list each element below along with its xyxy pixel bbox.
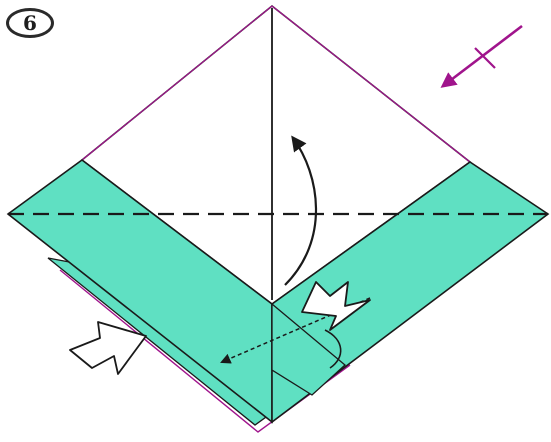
view-direction-tick <box>474 47 496 69</box>
push-arrow-icon <box>69 321 147 375</box>
step-number-badge: 6 <box>6 8 54 38</box>
right-colored-band <box>271 161 550 424</box>
pleat-arrow-icon <box>324 329 342 369</box>
inner-flap <box>271 302 346 396</box>
push-arrow-icon-right <box>301 281 371 331</box>
pull-arrow-icon <box>220 297 371 364</box>
square-top-left-edge <box>81 5 273 161</box>
fold-arrow-icon <box>284 135 318 286</box>
step-number: 6 <box>23 11 37 35</box>
square-top-right-edge <box>271 5 471 163</box>
